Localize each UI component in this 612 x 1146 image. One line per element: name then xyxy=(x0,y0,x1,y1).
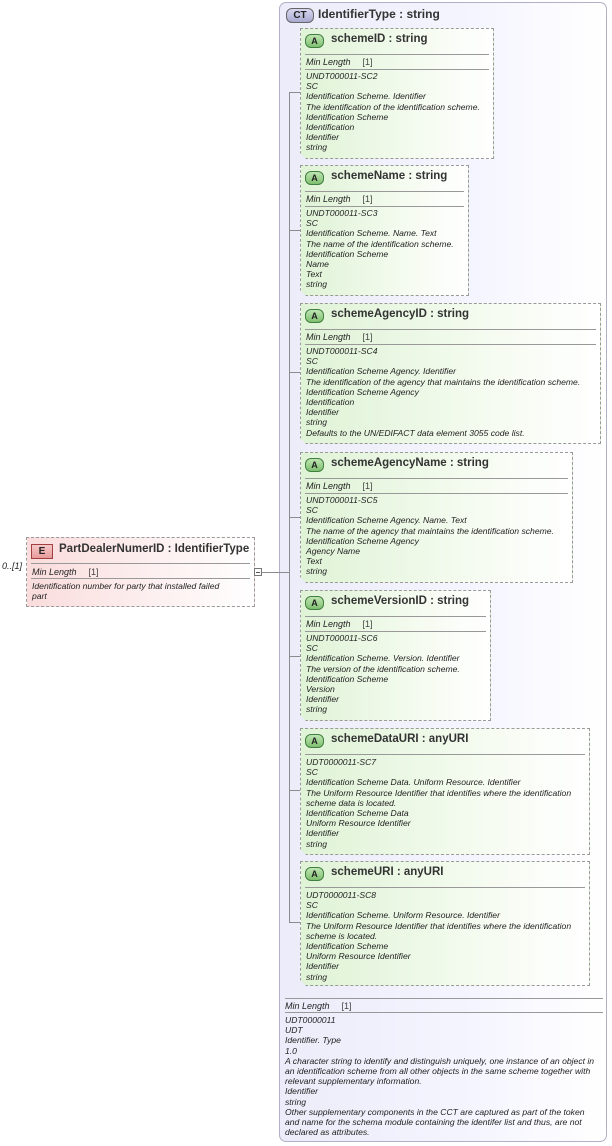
attribute-doc: UNDT000011-SC2 SC Identification Scheme.… xyxy=(306,71,480,153)
attribute-name: schemeDataURI : anyURI xyxy=(331,733,469,745)
attribute-name: schemeVersionID : string xyxy=(331,595,470,607)
attribute-doc: UNDT000011-SC4 SC Identification Scheme … xyxy=(306,346,581,438)
element-name: PartDealerNumerID : IdentifierType xyxy=(59,543,250,555)
attribute-scheme-agency-name[interactable]: A schemeAgencyName : string Min Length[1… xyxy=(300,452,573,583)
attribute-icon: A xyxy=(305,458,324,472)
attribute-doc: UDT0000011-SC8 SC Identification Scheme.… xyxy=(306,890,572,982)
connector xyxy=(289,92,300,93)
attribute-scheme-data-uri[interactable]: A schemeDataURI : anyURI UDT0000011-SC7 … xyxy=(300,728,590,855)
collapse-toggle-icon[interactable] xyxy=(254,568,262,576)
attribute-icon: A xyxy=(305,596,324,610)
attribute-doc: UNDT000011-SC3 SC Identification Scheme.… xyxy=(306,208,454,290)
complex-type-icon: CT xyxy=(286,8,314,23)
attribute-icon: A xyxy=(305,867,324,881)
connector xyxy=(289,230,300,231)
element-part-dealer-numer-id[interactable]: E PartDealerNumerID : IdentifierType Min… xyxy=(26,537,255,607)
attribute-doc: UNDT000011-SC6 SC Identification Scheme.… xyxy=(306,633,460,715)
attribute-scheme-uri[interactable]: A schemeURI : anyURI UDT0000011-SC8 SC I… xyxy=(300,861,590,986)
attribute-icon: A xyxy=(305,309,324,323)
attribute-name: schemeURI : anyURI xyxy=(331,866,444,878)
min-length: Min Length[1] xyxy=(306,57,373,67)
attribute-scheme-id[interactable]: A schemeID : string Min Length[1] UNDT00… xyxy=(300,28,494,159)
attribute-icon: A xyxy=(305,34,324,48)
min-length: Min Length[1] xyxy=(285,1001,352,1011)
min-length: Min Length[1] xyxy=(306,481,373,491)
attribute-scheme-name[interactable]: A schemeName : string Min Length[1] UNDT… xyxy=(300,165,469,296)
attribute-doc: UNDT000011-SC5 SC Identification Scheme … xyxy=(306,495,554,577)
connector xyxy=(289,656,300,657)
element-doc: Identification number for party that ins… xyxy=(32,581,220,602)
attribute-name: schemeAgencyName : string xyxy=(331,457,489,469)
connector xyxy=(262,572,290,573)
min-length: Min Length[1] xyxy=(306,194,373,204)
attribute-scheme-version-id[interactable]: A schemeVersionID : string Min Length[1]… xyxy=(300,590,491,721)
attribute-doc: UDT0000011-SC7 SC Identification Scheme … xyxy=(306,757,572,849)
attribute-icon: A xyxy=(305,734,324,748)
complex-type-doc-lines: UDT0000011 UDT Identifier. Type 1.0 A ch… xyxy=(285,1015,595,1138)
attribute-name: schemeAgencyID : string xyxy=(331,308,470,320)
min-length: Min Length[1] xyxy=(32,567,99,577)
element-icon: E xyxy=(31,544,53,559)
connector xyxy=(289,92,290,922)
attribute-scheme-agency-id[interactable]: A schemeAgencyID : string Min Length[1] … xyxy=(300,303,601,444)
min-length: Min Length[1] xyxy=(306,332,373,342)
attribute-name: schemeName : string xyxy=(331,170,448,182)
attribute-icon: A xyxy=(305,171,324,185)
connector xyxy=(289,790,300,791)
complex-type-title: IdentifierType : string xyxy=(318,7,440,21)
min-length: Min Length[1] xyxy=(306,619,373,629)
connector xyxy=(289,922,300,923)
connector xyxy=(289,517,300,518)
occurrence-label: 0..[1] xyxy=(2,561,23,571)
attribute-name: schemeID : string xyxy=(331,33,428,45)
connector xyxy=(289,372,300,373)
